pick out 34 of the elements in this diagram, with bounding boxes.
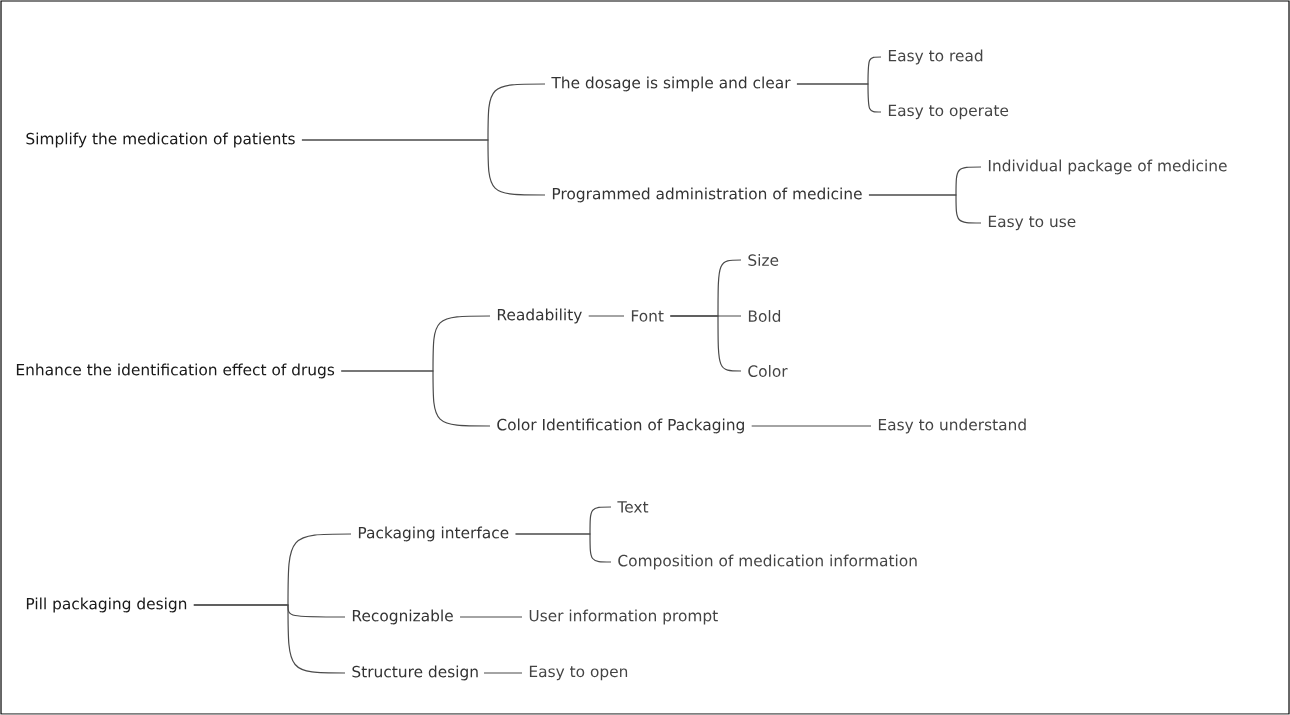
- leaf-label: Text: [617, 501, 649, 513]
- leaf-label: Size: [748, 254, 779, 266]
- connector-line: [514, 533, 612, 563]
- leaf-label: Bold: [748, 310, 781, 322]
- connector-line: [751, 425, 872, 427]
- topic-label: Pill packaging design: [26, 597, 187, 613]
- leaf-label: Easy to use: [988, 215, 1076, 231]
- branch-label: Programmed administration of medicine: [552, 187, 862, 203]
- leaf-label: Easy to understand: [878, 418, 1026, 434]
- branch-label: Readability: [497, 308, 582, 324]
- connector-line: [301, 139, 546, 196]
- branch-label: The dosage is simple and clear: [551, 76, 791, 92]
- connector-line: [340, 370, 491, 427]
- connector-line: [588, 315, 625, 317]
- leaf-label: Easy to open: [529, 665, 628, 681]
- leaf-label: Composition of medication information: [618, 554, 917, 570]
- leaf-label: Individual package of medicine: [988, 159, 1227, 175]
- leaf-label: Easy to operate: [888, 104, 1009, 120]
- branch-label: Packaging interface: [358, 526, 509, 542]
- topic-label: Simplify the medication of patients: [26, 132, 295, 148]
- connector-line: [483, 672, 523, 674]
- branch-label: Color Identification of Packaging: [497, 418, 744, 434]
- leaf-label: Font: [631, 310, 664, 322]
- connector-line: [459, 616, 523, 618]
- leaf-label: Color: [748, 365, 788, 377]
- topic-label: Enhance the identification effect of drugs: [16, 363, 335, 379]
- branch-label: Structure design: [352, 665, 478, 681]
- leaf-label: Easy to read: [888, 49, 983, 65]
- connector-line: [868, 194, 982, 224]
- leaf-label: User information prompt: [529, 609, 718, 625]
- connector-line: [669, 315, 742, 372]
- connector-line: [193, 604, 346, 674]
- branch-label: Recognizable: [352, 609, 453, 625]
- connector-line: [796, 83, 882, 113]
